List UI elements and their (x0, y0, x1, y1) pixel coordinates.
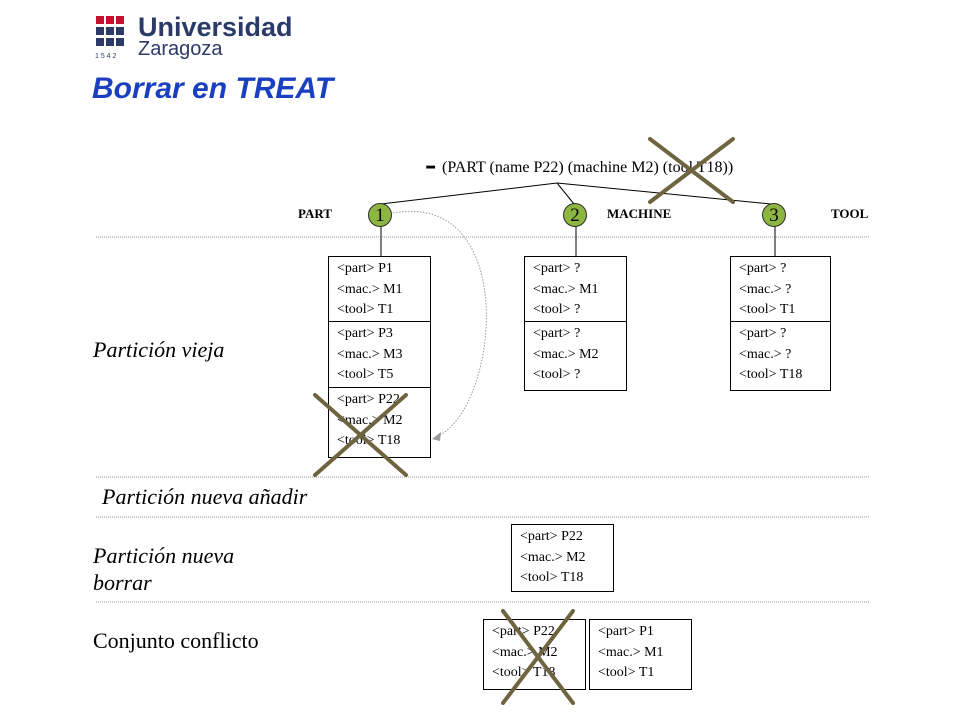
slide-title: Borrar en TREAT (92, 72, 334, 105)
node-label-tool: TOOL (831, 206, 869, 221)
token-part: ? (780, 326, 787, 341)
token-part: ? (780, 261, 787, 276)
wm-element: (PART (name P22) (machine M2) (tool T18)… (442, 159, 734, 176)
conflict-instance: <part> P1 <mac.> M1 <tool> T1 (589, 619, 692, 690)
token-tool: T18 (779, 367, 803, 382)
token-box: <part> ? <mac.> ? <tool> T18 (730, 321, 831, 391)
new-delete-token: <part> P22 <mac.> M2 <tool> T18 (511, 524, 614, 592)
token-box-deleted: <part> P22 <mac.> M2 <tool> T18 (328, 387, 431, 458)
conflict-instance-deleted: <part> P22 <mac.> M2 <tool> T18 (483, 619, 586, 690)
token-mac: M3 (383, 346, 403, 362)
token-mac: M2 (579, 346, 599, 362)
token-tool: T5 (377, 367, 394, 382)
node-1: 1 (368, 203, 392, 227)
node-2: 2 (563, 203, 587, 227)
section-new-delete-1: Partición nueva (93, 543, 235, 568)
university-logo: 1 5 4 2 Universidad Zaragoza (94, 12, 293, 64)
node-label-part: PART (298, 206, 332, 221)
arrow-head-icon (432, 432, 441, 441)
token-box: <part> ? <mac.> M1 <tool> ? (524, 256, 627, 322)
token-mac: M1 (383, 281, 403, 297)
removal-arrow (392, 210, 487, 438)
token-mac: ? (785, 346, 792, 362)
token-box: <part> P3 <mac.> M3 <tool> T5 (328, 321, 431, 388)
node-label-machine: MACHINE (607, 206, 672, 221)
token-mac: M1 (579, 281, 599, 297)
token-part: ? (574, 261, 581, 276)
university-seal-icon: 1 5 4 2 (95, 16, 124, 60)
token-mac: ? (785, 281, 792, 297)
token-box: <part> ? <mac.> M2 <tool> ? (524, 321, 627, 391)
token-mac: M2 (383, 412, 403, 428)
token-part: P1 (378, 261, 393, 276)
token-tool: T1 (779, 302, 796, 317)
logo-city: Zaragoza (138, 38, 223, 60)
wm-minus-sign: - (425, 146, 437, 183)
section-new-delete-2: borrar (93, 570, 152, 595)
logo-year: 1 5 4 2 (95, 53, 117, 60)
token-part: ? (574, 326, 581, 341)
token-box: <part> ? <mac.> ? <tool> T1 (730, 256, 831, 322)
token-part: P22 (378, 392, 400, 407)
token-part: P3 (378, 326, 393, 341)
connector-line (556, 182, 772, 205)
section-conflict-set: Conjunto conflicto (93, 628, 259, 653)
token-tool: ? (574, 302, 581, 317)
connector-line (556, 182, 575, 205)
token-box: <part> P1 <mac.> M1 <tool> T1 (328, 256, 431, 322)
token-tool: T1 (377, 302, 394, 317)
node-3: 3 (762, 203, 786, 227)
token-tool: T18 (377, 433, 401, 448)
logo-name: Universidad (138, 12, 293, 42)
section-new-add: Partición nueva añadir (102, 484, 308, 509)
section-old-partition: Partición vieja (93, 337, 225, 362)
token-tool: ? (574, 367, 581, 382)
connector-line (380, 182, 558, 205)
